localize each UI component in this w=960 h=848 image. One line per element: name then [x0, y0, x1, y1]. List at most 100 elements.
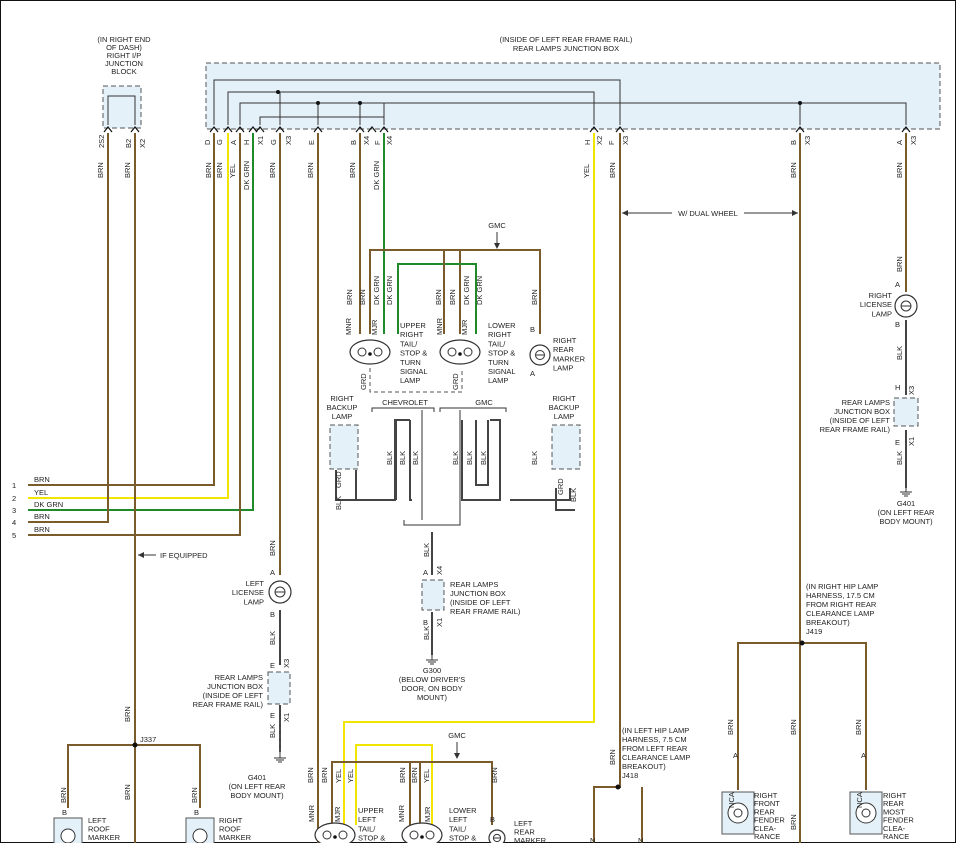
svg-text:4: 4	[12, 518, 16, 527]
svg-text:BRN: BRN	[530, 289, 539, 305]
svg-text:YEL: YEL	[422, 769, 431, 783]
svg-text:A: A	[530, 369, 535, 378]
svg-text:J418: J418	[622, 771, 638, 780]
dashed-lamp-links	[369, 368, 463, 393]
svg-text:GMC: GMC	[448, 731, 466, 740]
svg-text:BLK: BLK	[451, 451, 460, 465]
svg-text:(IN RIGHT HIP LAMP: (IN RIGHT HIP LAMP	[806, 582, 878, 591]
wire-brn-f	[593, 133, 643, 843]
svg-text:MJR: MJR	[423, 806, 432, 822]
svg-text:DK GRN: DK GRN	[475, 276, 484, 305]
svg-text:BRN: BRN	[448, 289, 457, 305]
svg-text:(INSIDE OF LEFT: (INSIDE OF LEFT	[450, 598, 511, 607]
ground-g401-right	[900, 488, 912, 497]
gmc-arrow-bottom: GMC	[448, 731, 466, 759]
svg-text:BRN: BRN	[123, 784, 132, 800]
svg-text:X4: X4	[435, 566, 444, 575]
svg-text:YEL: YEL	[346, 769, 355, 783]
svg-text:N: N	[638, 836, 643, 843]
svg-text:MARKER: MARKER	[219, 833, 252, 842]
svg-text:YEL: YEL	[334, 769, 343, 783]
svg-text:BLK: BLK	[895, 451, 904, 465]
svg-text:BRN: BRN	[268, 540, 277, 556]
wire-ground-center	[335, 419, 575, 655]
svg-text:BRN: BRN	[789, 719, 798, 735]
svg-text:G300: G300	[423, 666, 441, 675]
upper-right-tail-lamp-symbol	[349, 339, 391, 365]
gmc-label-middle: GMC	[475, 398, 493, 407]
svg-text:REAR FRAME RAIL): REAR FRAME RAIL)	[820, 425, 891, 434]
svg-text:(IN RIGHT END: (IN RIGHT END	[97, 35, 151, 44]
svg-text:BLK: BLK	[398, 451, 407, 465]
svg-text:(INSIDE OF LEFT: (INSIDE OF LEFT	[203, 691, 264, 700]
svg-text:ROOF: ROOF	[219, 825, 241, 834]
svg-text:REAR LAMPS JUNCTION BOX: REAR LAMPS JUNCTION BOX	[513, 44, 619, 53]
svg-text:BREAKOUT): BREAKOUT)	[806, 618, 850, 627]
svg-text:X1: X1	[282, 713, 291, 722]
svg-text:BLK: BLK	[569, 488, 578, 502]
svg-text:BRN: BRN	[215, 162, 224, 178]
if-equipped-arrow: IF EQUIPPED	[138, 551, 208, 560]
svg-text:CLEA-: CLEA-	[883, 824, 906, 833]
wire-grn-3	[28, 133, 254, 511]
svg-text:BRN: BRN	[96, 162, 105, 178]
right-roof-marker-symbol	[185, 817, 215, 845]
gmc-arrow-top: GMC	[488, 221, 506, 249]
svg-text:BRN: BRN	[345, 289, 354, 305]
svg-text:LEFT: LEFT	[514, 819, 533, 828]
right-front-rear-fender-symbol	[721, 791, 755, 835]
svg-text:DK GRN: DK GRN	[372, 161, 381, 190]
svg-text:TAIL/: TAIL/	[358, 824, 376, 833]
svg-text:MNR: MNR	[435, 317, 444, 335]
right-rear-marker-lamp-symbol	[529, 344, 551, 366]
svg-text:BLK: BLK	[334, 496, 343, 510]
svg-text:REAR: REAR	[553, 345, 574, 354]
svg-text:(INSIDE OF LEFT REAR FRAME RAI: (INSIDE OF LEFT REAR FRAME RAIL)	[500, 35, 633, 44]
svg-text:REAR: REAR	[754, 807, 775, 816]
svg-text:H: H	[895, 383, 900, 392]
wire-lower-left-tail	[331, 761, 493, 825]
svg-text:BRN: BRN	[306, 767, 315, 783]
svg-text:TURN: TURN	[400, 358, 421, 367]
svg-text:X1: X1	[435, 618, 444, 627]
svg-text:E: E	[895, 438, 900, 447]
svg-text:MARKER: MARKER	[553, 354, 586, 363]
svg-text:MJR: MJR	[370, 319, 379, 335]
svg-text:G401: G401	[248, 773, 266, 782]
svg-text:LICENSE: LICENSE	[860, 300, 892, 309]
svg-text:D: D	[203, 139, 212, 145]
svg-text:MOST: MOST	[883, 807, 905, 816]
svg-text:BRN: BRN	[123, 706, 132, 722]
svg-text:BACKUP: BACKUP	[549, 403, 580, 412]
svg-text:X3: X3	[282, 659, 291, 668]
svg-text:BRN: BRN	[726, 719, 735, 735]
svg-text:STOP &: STOP &	[449, 834, 476, 843]
svg-text:B: B	[62, 808, 67, 817]
svg-text:BRN: BRN	[123, 162, 132, 178]
svg-text:MJR: MJR	[460, 319, 469, 335]
svg-text:1: 1	[12, 481, 16, 490]
wire-brn-b	[737, 133, 867, 843]
svg-text:YEL: YEL	[228, 164, 237, 178]
right-rear-most-fender-symbol	[849, 791, 883, 835]
upper-left-tail-lamp-symbol	[314, 822, 356, 848]
svg-text:REAR FRAME RAIL): REAR FRAME RAIL)	[450, 607, 521, 616]
svg-text:STOP &: STOP &	[400, 349, 427, 358]
svg-text:(IN LEFT HIP LAMP: (IN LEFT HIP LAMP	[622, 726, 689, 735]
svg-text:2S2: 2S2	[97, 135, 106, 148]
ip-pin-labels: 2S2 B2 X2	[97, 135, 147, 148]
svg-text:MNR: MNR	[397, 804, 406, 822]
svg-text:BRN: BRN	[608, 162, 617, 178]
svg-text:RIGHT: RIGHT	[553, 336, 577, 345]
svg-text:BRN: BRN	[410, 767, 419, 783]
right-backup-lamp-left-box	[329, 424, 359, 470]
wire-brn-1	[28, 133, 215, 486]
